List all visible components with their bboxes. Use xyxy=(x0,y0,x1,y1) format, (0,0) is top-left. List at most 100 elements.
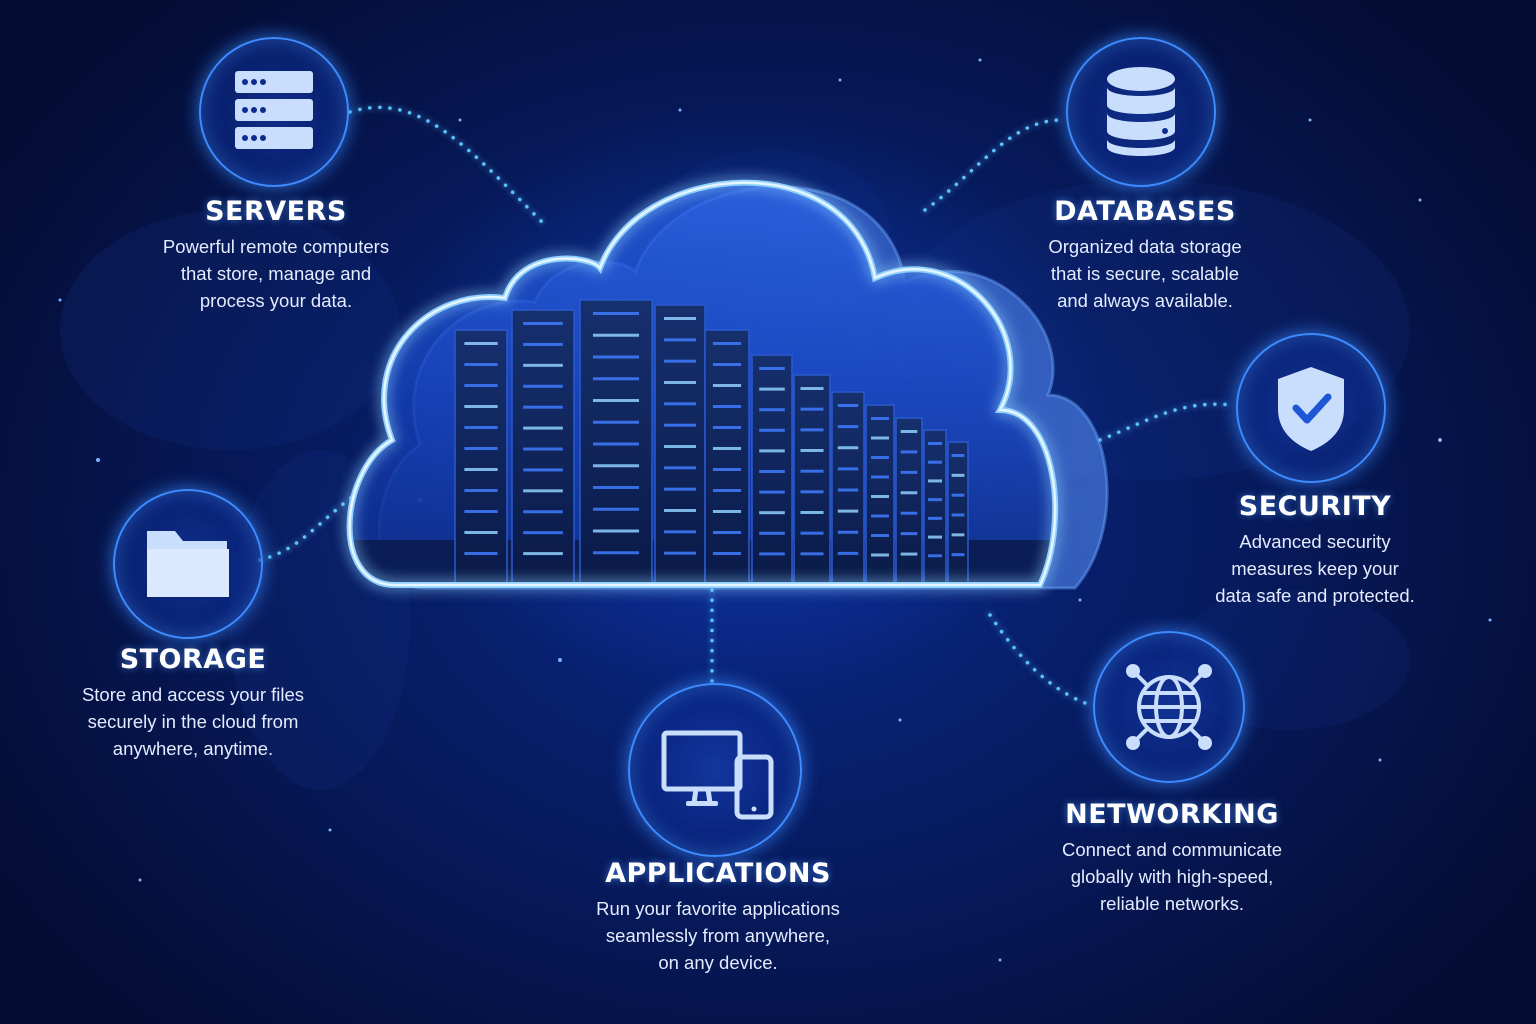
connector-servers xyxy=(348,105,547,227)
rack-led-strip xyxy=(759,408,785,412)
rack-led-strip xyxy=(712,468,742,471)
feature-applications: APPLICATIONS Run your favorite applicati… xyxy=(558,858,878,976)
rack-led-strip xyxy=(712,363,742,366)
rack-led-strip xyxy=(464,489,498,492)
rack-led-strip xyxy=(592,333,640,337)
rack-led-strip xyxy=(951,454,965,457)
rack-led-strip xyxy=(951,533,965,537)
connector-security xyxy=(1098,402,1234,442)
security-title: SECURITY xyxy=(1238,491,1392,522)
rack-led-strip xyxy=(664,338,696,342)
rack-led-strip xyxy=(900,470,918,474)
rack-led-strip xyxy=(800,449,824,452)
rack-led-strip xyxy=(664,359,696,363)
rack-led-strip xyxy=(592,529,640,533)
rack-led-strip xyxy=(523,510,563,514)
server-rack xyxy=(923,429,947,585)
connector-lines xyxy=(258,105,1234,707)
rack-led-strip xyxy=(523,426,563,430)
feature-storage: STORAGE Store and access your files secu… xyxy=(53,644,333,762)
rack-led-strip xyxy=(759,367,785,370)
rack-led-strip xyxy=(837,404,859,407)
rack-led-strip xyxy=(800,511,824,514)
rack-led-strip xyxy=(871,514,889,518)
rack-led-strip xyxy=(712,510,742,513)
databases-description: Organized data storage that is secure, s… xyxy=(1048,236,1242,311)
rack-led-strip xyxy=(759,511,785,515)
servers-icon-circle xyxy=(199,37,349,187)
rack-led-strip xyxy=(837,467,859,471)
rack-led-strip xyxy=(712,405,742,408)
storage-title: STORAGE xyxy=(119,644,267,675)
rack-led-strip xyxy=(464,342,498,345)
rack-led-strip xyxy=(464,363,498,366)
rack-led-strip xyxy=(759,387,785,391)
rack-led-strip xyxy=(800,469,824,473)
rack-led-strip xyxy=(759,470,785,473)
rack-led-strip xyxy=(464,426,498,429)
rack-led-strip xyxy=(871,436,889,440)
rack-led-strip xyxy=(523,468,563,472)
rack-led-strip xyxy=(592,312,640,315)
rack-led-strip xyxy=(664,530,696,534)
rack-led-strip xyxy=(592,377,640,381)
rack-led-strip xyxy=(712,531,742,534)
rack-led-strip xyxy=(664,466,696,470)
rack-led-strip xyxy=(837,446,859,450)
rack-led-strip xyxy=(523,384,563,388)
rack-led-strip xyxy=(464,405,498,408)
feature-databases: DATABASES Organized data storage that is… xyxy=(1005,196,1285,314)
applications-title: APPLICATIONS xyxy=(605,858,831,889)
rack-led-strip xyxy=(523,531,563,535)
rack-led-strip xyxy=(837,488,859,492)
rack-led-strip xyxy=(871,456,889,459)
rack-led-strip xyxy=(900,552,918,556)
rack-led-strip xyxy=(523,489,563,493)
rack-led-strip xyxy=(900,491,918,495)
servers-description: Powerful remote computers that store, ma… xyxy=(162,236,390,311)
rack-led-strip xyxy=(523,405,563,409)
rack-led-strip xyxy=(759,449,785,453)
server-rack xyxy=(454,329,508,585)
rack-led-strip xyxy=(664,487,696,491)
rack-led-strip xyxy=(664,551,696,555)
databases-title: DATABASES xyxy=(1054,196,1236,227)
rack-led-strip xyxy=(464,510,498,513)
rack-led-strip xyxy=(664,445,696,448)
rack-led-strip xyxy=(664,423,696,427)
rack-led-strip xyxy=(927,535,943,539)
rack-led-strip xyxy=(927,498,943,502)
storage-description: Store and access your files securely in … xyxy=(81,684,305,759)
rack-led-strip xyxy=(464,531,498,534)
rack-led-strip xyxy=(837,425,859,429)
rack-led-strip xyxy=(951,493,965,497)
server-rack xyxy=(895,417,923,585)
rack-led-strip xyxy=(523,322,563,325)
rack-led-strip xyxy=(523,342,563,346)
rack-led-strip xyxy=(664,402,696,406)
rack-led-strip xyxy=(712,447,742,450)
rack-led-strip xyxy=(800,387,824,390)
rack-led-strip xyxy=(664,317,696,320)
rack-led-strip xyxy=(871,417,889,420)
rack-led-strip xyxy=(523,552,563,556)
stars xyxy=(58,58,1492,962)
rack-led-strip xyxy=(900,511,918,515)
rack-led-strip xyxy=(592,355,640,359)
databases-icon-circle xyxy=(1066,37,1216,187)
rack-led-strip xyxy=(592,399,640,402)
security-icon-circle xyxy=(1236,333,1386,483)
applications-icon-circle xyxy=(628,683,802,857)
rack-led-strip xyxy=(900,430,918,433)
database-icon xyxy=(1107,67,1175,156)
rack-led-strip xyxy=(871,553,889,557)
connector-databases xyxy=(923,118,1064,212)
connector-networking xyxy=(988,613,1092,707)
rack-led-strip xyxy=(464,447,498,450)
rack-led-strip xyxy=(592,486,640,489)
rack-led-strip xyxy=(951,513,965,517)
rack-led-strip xyxy=(951,553,965,557)
feature-networking: NETWORKING Connect and communicate globa… xyxy=(1032,799,1312,917)
rack-led-strip xyxy=(927,442,943,445)
